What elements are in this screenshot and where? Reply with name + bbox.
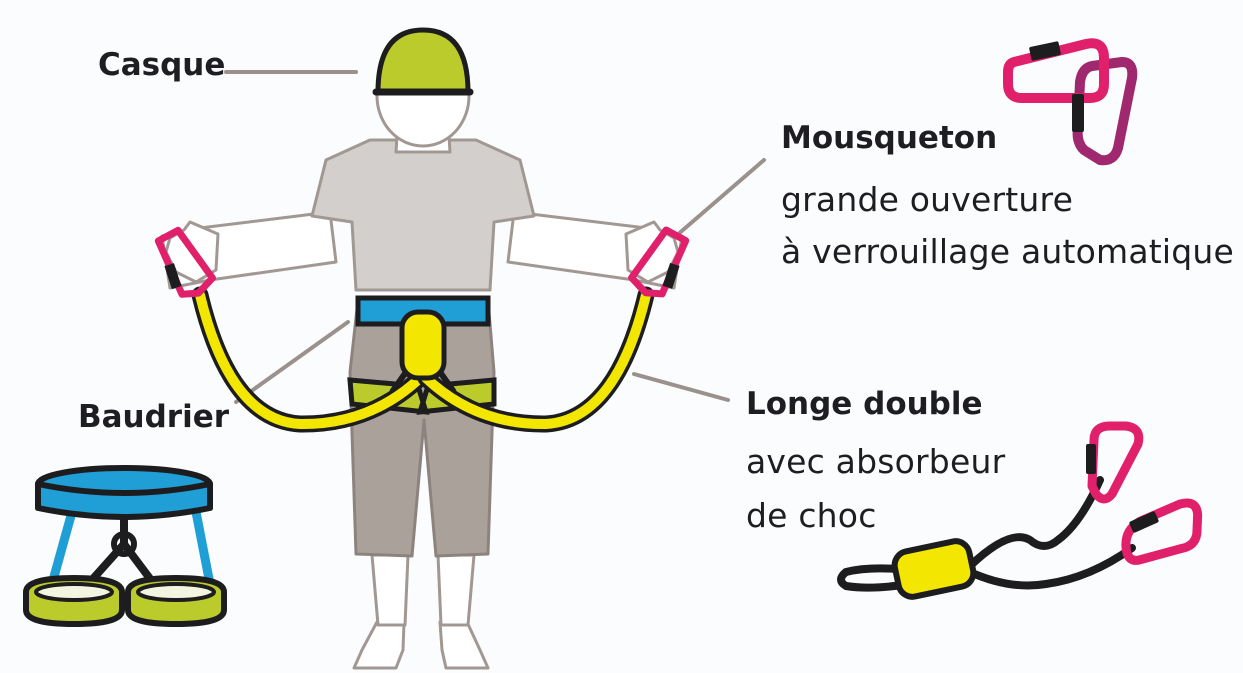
casque-label: Casque bbox=[98, 44, 225, 87]
carabiner-pair-icon bbox=[1008, 41, 1132, 160]
longe-description-line1: avec absorbeur bbox=[746, 440, 1005, 483]
baudrier-leader-line bbox=[236, 322, 348, 402]
helmet bbox=[376, 30, 470, 92]
baudrier-label: Baudrier bbox=[78, 396, 229, 439]
pink-carabiner-gate bbox=[1029, 41, 1061, 61]
mousqueton-title: Mousqueton bbox=[781, 117, 997, 160]
lanyard-icon-absorber bbox=[892, 539, 976, 600]
mousqueton-description-line2: à verrouillage automatique bbox=[781, 230, 1234, 273]
harness-icon-right-leg-hole bbox=[138, 584, 214, 600]
harness-icon-left-leg-hole bbox=[36, 584, 112, 600]
lanyard-icon-lower-cord bbox=[970, 548, 1132, 586]
harness-icon bbox=[26, 468, 224, 624]
worn-absorber-pouch bbox=[402, 312, 444, 378]
helmet-shell bbox=[378, 30, 468, 92]
left-foot bbox=[354, 622, 404, 668]
lanyard-icon-upper-gate bbox=[1086, 444, 1096, 474]
left-shin bbox=[372, 555, 408, 625]
lanyard-icon-lower-carabiner bbox=[1120, 501, 1204, 562]
purple-carabiner-gate bbox=[1072, 94, 1084, 132]
lanyard-icon-upper-cord bbox=[970, 480, 1100, 566]
longe-leader-line bbox=[634, 374, 728, 400]
right-foot bbox=[440, 622, 488, 668]
longe-double-title: Longe double bbox=[746, 383, 983, 426]
longe-description-line2: de choc bbox=[746, 494, 877, 537]
mousqueton-leader-line bbox=[676, 160, 764, 236]
lanyard-icon-lower-gate bbox=[1129, 511, 1159, 533]
mousqueton-description-line1: grande ouverture bbox=[781, 178, 1073, 221]
shirt bbox=[312, 140, 534, 290]
right-shin bbox=[438, 555, 474, 625]
